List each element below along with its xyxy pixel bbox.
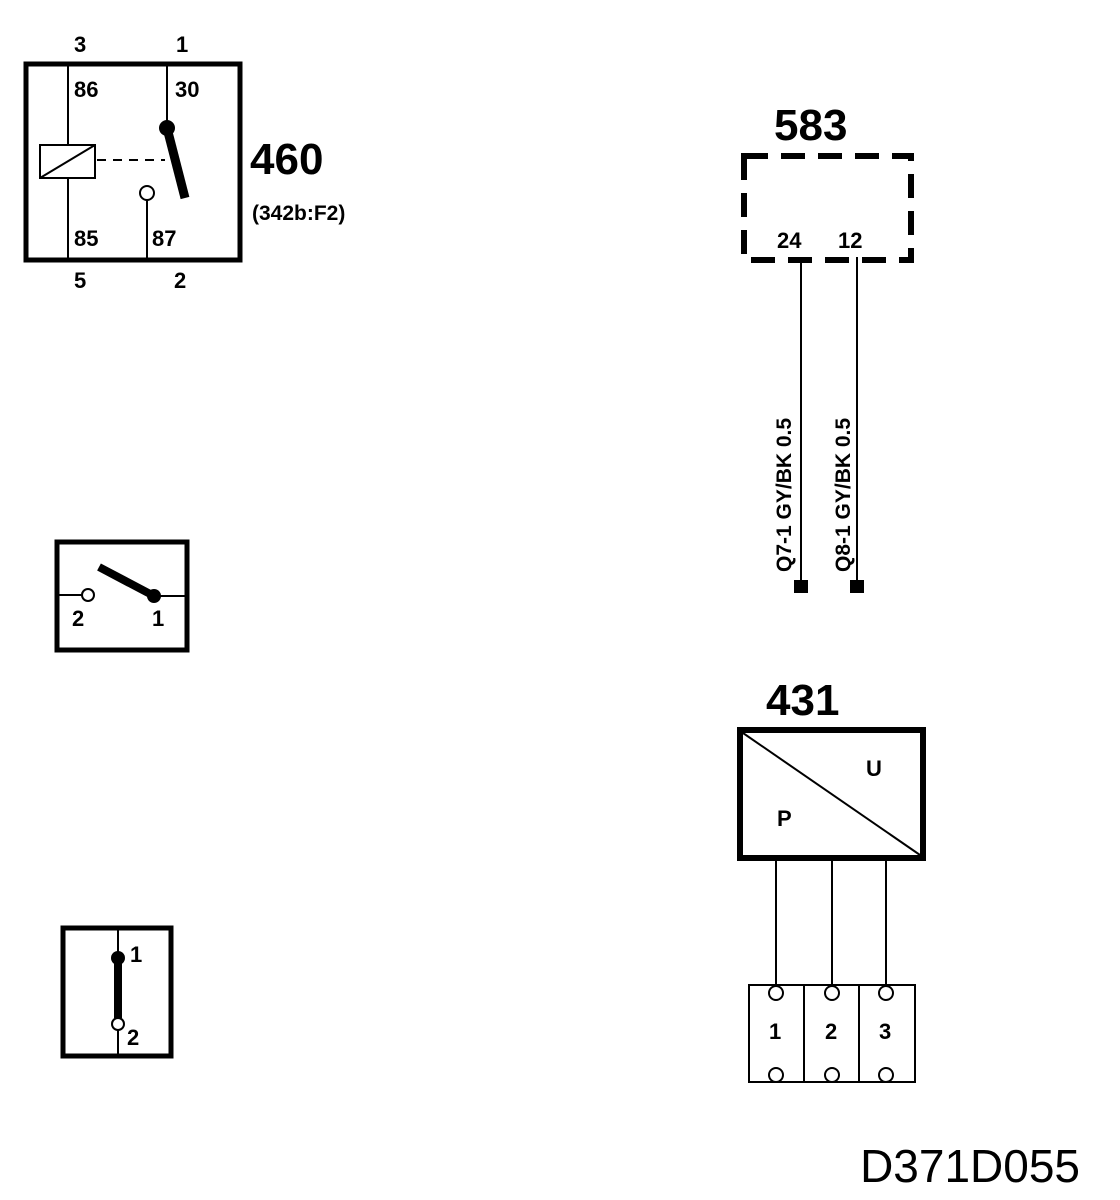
relay-pin-2: 2	[174, 268, 186, 293]
switch-v-pin-1: 1	[130, 942, 142, 967]
switch-v-pin-2: 2	[127, 1025, 139, 1050]
relay-460: 3 1 5 2 86 30 85 87 460 (342b:F2)	[23, 32, 345, 293]
relay-pin-3: 3	[74, 32, 86, 57]
relay-terminal-30: 30	[175, 77, 199, 102]
switch-arm	[97, 563, 156, 600]
switch-pin-2: 2	[72, 606, 84, 631]
switch-v-contact-2	[111, 1017, 125, 1031]
connector-dashed-box	[741, 153, 914, 263]
relay-contact-87	[139, 185, 155, 201]
diagram-code: D371D055	[860, 1140, 1080, 1192]
connector-583: 583 24 12 Q7-1 GY/BK 0.5 Q8-1 GY/BK 0.5	[741, 101, 914, 593]
sensor-symbol-u: U	[866, 756, 882, 781]
sensor-431: 431 U P 1 2 3	[737, 676, 926, 1083]
switch-pin-1: 1	[152, 606, 164, 631]
connector-pin-12: 12	[838, 228, 862, 253]
wire-q8-label: Q8-1 GY/BK 0.5	[832, 418, 855, 572]
relay-contact-arm	[162, 126, 190, 200]
sensor-label: 431	[766, 676, 839, 725]
relay-pin-1: 1	[176, 32, 188, 57]
connector-pin-24: 24	[777, 228, 802, 253]
switch-horizontal: 2 1	[54, 539, 190, 653]
wire-q8-end	[850, 580, 864, 593]
connector-label: 583	[774, 101, 847, 150]
switch-contact-2	[81, 588, 95, 602]
relay-terminal-86: 86	[74, 77, 98, 102]
terminal-3: 3	[879, 1019, 891, 1044]
sensor-symbol-p: P	[777, 806, 792, 831]
relay-pin-5: 5	[74, 268, 86, 293]
relay-terminal-85: 85	[74, 226, 98, 251]
relay-label: 460	[250, 135, 323, 184]
relay-reference: (342b:F2)	[252, 202, 345, 225]
wire-q7-label: Q7-1 GY/BK 0.5	[773, 418, 796, 572]
wire-q7-end	[794, 580, 808, 593]
terminal-2: 2	[825, 1019, 837, 1044]
relay-terminal-87: 87	[152, 226, 176, 251]
terminal-1: 1	[769, 1019, 781, 1044]
switch-vertical: 1 2	[60, 925, 174, 1059]
relay-box	[23, 61, 243, 263]
